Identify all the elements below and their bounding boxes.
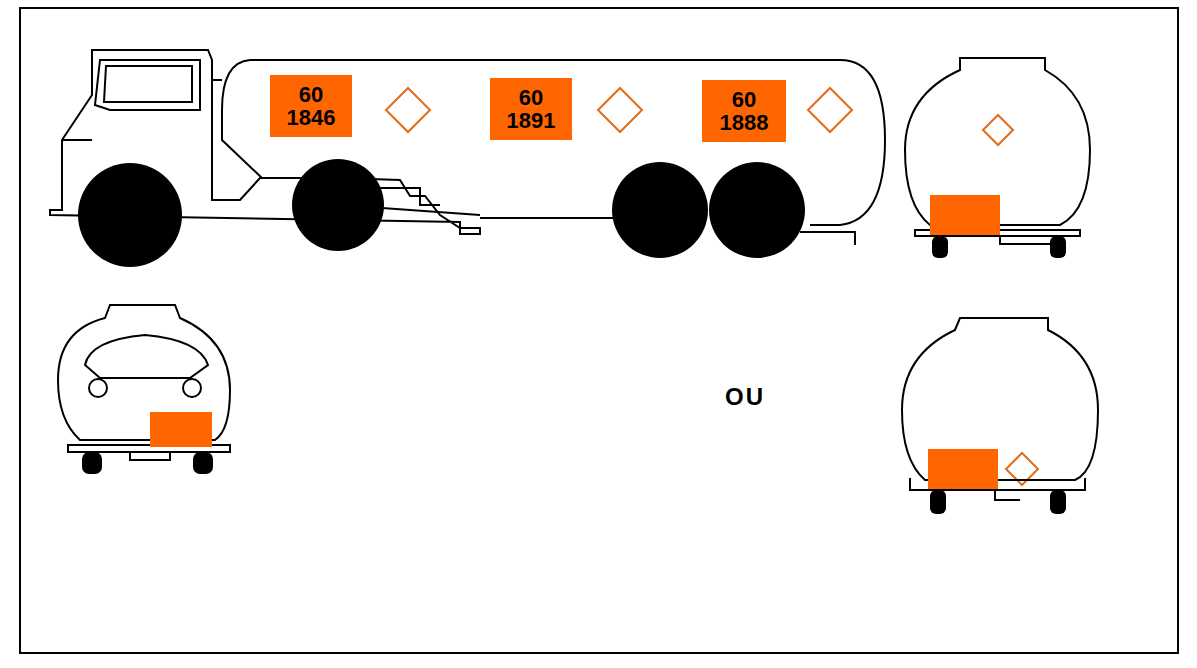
hazard-plate: 601891 [490, 78, 572, 140]
un-number: 1846 [287, 106, 336, 129]
frame [20, 8, 1178, 653]
wheels [78, 159, 805, 267]
blank-plate [928, 449, 998, 489]
hazard-plate: 601846 [270, 75, 352, 137]
rear-wheels-1 [932, 236, 1066, 258]
blank-plate [930, 195, 1000, 235]
hazard-diamonds [386, 88, 1038, 485]
front-view [58, 305, 230, 460]
blank-plate [150, 412, 212, 447]
rear-view-1 [905, 58, 1090, 244]
rear-wheels-2 [930, 490, 1066, 514]
hazard-plate: 601888 [702, 80, 786, 142]
un-number: 1891 [507, 109, 556, 132]
hazard-number: 60 [299, 83, 323, 106]
hazard-number: 60 [732, 88, 756, 111]
front-wheels [82, 452, 213, 474]
alternative-label: OU [725, 383, 765, 411]
rear-view-2 [902, 318, 1098, 500]
hazard-number: 60 [519, 86, 543, 109]
un-number: 1888 [720, 111, 769, 134]
